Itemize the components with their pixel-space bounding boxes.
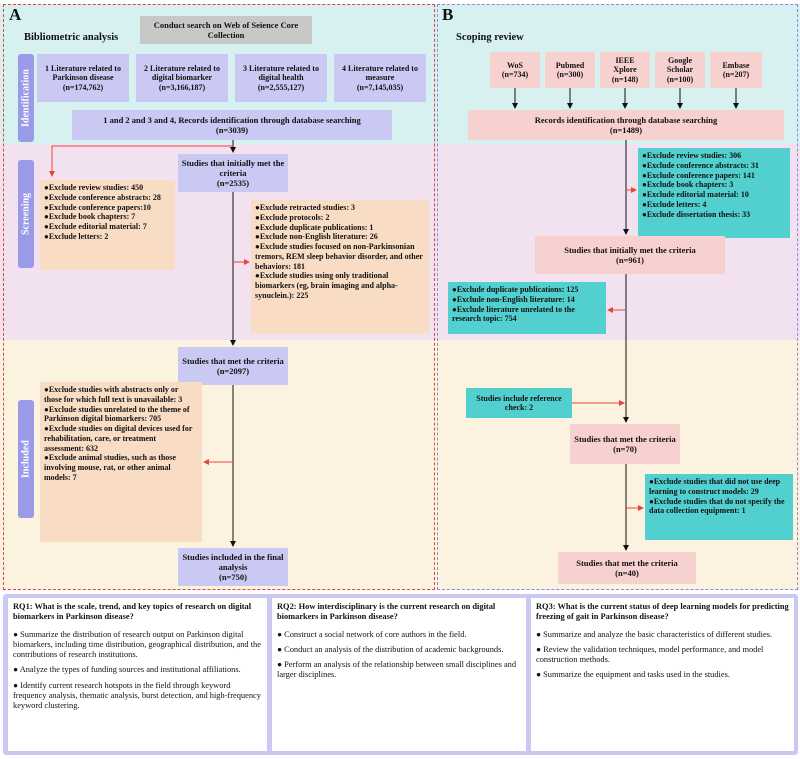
final-box-b: Studies that met the criteria(n=40) [558, 552, 696, 584]
panel-a-border [3, 4, 435, 590]
rq2-point-1: ● Construct a social network of core aut… [277, 629, 467, 639]
rq1-point-1: ● Summarize the distribution of research… [13, 629, 261, 660]
literature-box-2: 2 Literature related to digital biomarke… [136, 54, 228, 102]
rq1-point-3: ● Identify current research hotspots in … [13, 680, 261, 711]
records-box-b: Records identification through database … [468, 110, 784, 140]
exclude1-list: ●Exclude review studies: 306 ●Exclude co… [638, 148, 790, 238]
records-box-a: 1 and 2 and 3 and 4, Records identificat… [72, 110, 392, 140]
exclude-left-list: ●Exclude review studies: 450 ●Exclude co… [40, 180, 175, 270]
rq3-box: RQ3: What is the current status of deep … [531, 598, 794, 751]
reference-box: Studies include reference check: 2 [466, 388, 572, 418]
db-box-pubmed: Pubmed(n=300) [545, 52, 595, 88]
db-box-embase: Embase(n=207) [710, 52, 762, 88]
exclude3-list: ●Exclude studies that did not use deep l… [645, 474, 793, 540]
rq3-question: RQ3: What is the current status of deep … [536, 602, 789, 622]
rq2-point-2: ● Conduct an analysis of the distributio… [277, 644, 504, 654]
rq1-point-2: ● Analyze the types of funding sources a… [13, 665, 241, 675]
rq3-point-1: ● Summarize and analyze the basic charac… [536, 629, 773, 639]
literature-box-3: 3 Literature related to digital health(n… [235, 54, 327, 102]
flow-connectors [49, 88, 739, 551]
exclude-right-list: ●Exclude retracted studies: 3 ●Exclude p… [251, 200, 429, 334]
db-box-wos: WoS(n=734) [490, 52, 540, 88]
met-box-b: Studies that met the criteria(n=70) [570, 424, 680, 464]
rq2-box: RQ2: How interdisciplinary is the curren… [272, 598, 526, 751]
rq3-point-3: ● Summarize the equipment and tasks used… [536, 670, 730, 680]
rq1-question: RQ1: What is the scale, trend, and key t… [13, 602, 252, 622]
rq2-point-3: ● Perform an analysis of the relationshi… [277, 660, 517, 680]
literature-box-1: 1 Literature related to Parkinson diseas… [37, 54, 129, 102]
panel-a-title: Bibliometric analysis [24, 32, 119, 43]
panel-b-letter: B [442, 5, 454, 24]
rq2-question: RQ2: How interdisciplinary is the curren… [277, 602, 496, 622]
panel-b-border [437, 4, 798, 590]
initial-box-b: Studies that initially met the criteria(… [535, 236, 725, 274]
rq3-point-2: ● Review the validation techniques, mode… [536, 644, 764, 664]
db-box-ieee: IEEE Xplore(n=148) [600, 52, 650, 88]
db-box-google-scholar: Google Scholar(n=100) [655, 52, 705, 88]
search-box: Conduct search on Web of Seience Core Co… [140, 16, 312, 44]
exclude-included-list: ●Exclude studies with abstracts only or … [40, 382, 202, 542]
panel-a-letter: A [9, 5, 22, 24]
panel-b-title: Scoping review [456, 32, 524, 43]
literature-box-4: 4 Literature related to measure(n=7,145,… [334, 54, 426, 102]
initial-box-a: Studies that initially met the criteria(… [178, 154, 288, 192]
rq1-box: RQ1: What is the scale, trend, and key t… [8, 598, 267, 751]
met-box-a: Studies that met the criteria(n=2097) [178, 347, 288, 385]
exclude2-list: ●Exclude duplicate publications: 125 ●Ex… [448, 282, 606, 334]
final-box-a: Studies included in the final analysis(n… [178, 548, 288, 586]
